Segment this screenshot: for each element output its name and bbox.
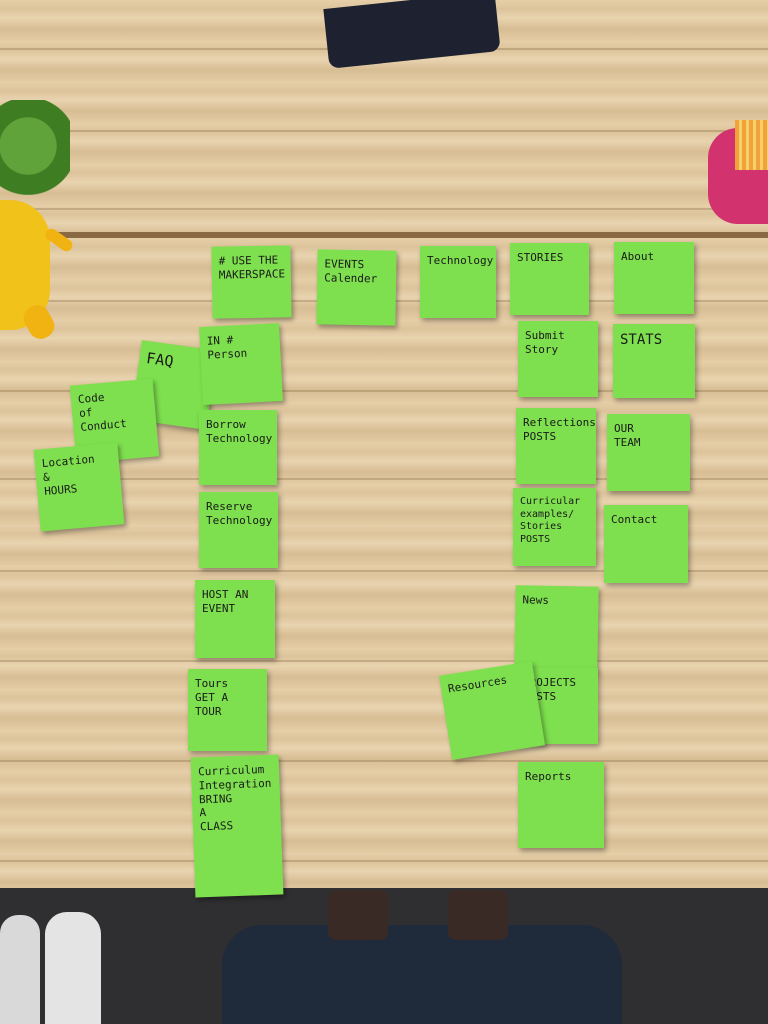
- shoe-left: [0, 915, 40, 1024]
- plank-seam: [0, 570, 768, 572]
- plank-seam: [0, 478, 768, 480]
- note-our-team: OUR TEAM: [607, 414, 690, 491]
- plant-leaves: [0, 100, 70, 215]
- plank-seam: [0, 130, 768, 132]
- note-location-hours: Location & HOURS: [33, 442, 125, 532]
- note-use-makerspace: # USE THE MAKERSPACE: [211, 245, 292, 319]
- note-about: About: [614, 242, 694, 314]
- plank-seam: [0, 208, 768, 210]
- pencils: [735, 120, 768, 170]
- note-tours: Tours GET A TOUR: [188, 669, 267, 751]
- note-stories: STORIES: [510, 243, 589, 315]
- note-stats: STATS: [613, 324, 695, 398]
- note-events-calendar: EVENTS Calender: [316, 249, 397, 326]
- shoe-right: [45, 912, 101, 1024]
- plank-seam: [0, 660, 768, 662]
- note-reflections-posts: Reflections POSTS: [516, 408, 596, 484]
- note-technology: Technology: [420, 246, 496, 318]
- note-contact: Contact: [604, 505, 688, 583]
- note-curriculum-integration: Curriculum Integration BRING A CLASS: [190, 754, 284, 898]
- table-gap: [0, 232, 768, 238]
- note-submit-story: Submit Story: [518, 321, 598, 397]
- note-host-an-event: HOST AN EVENT: [195, 580, 275, 658]
- note-reports: Reports: [518, 762, 604, 848]
- note-borrow-technology: Borrow Technology: [199, 410, 277, 485]
- plank-seam: [0, 760, 768, 762]
- note-news: News: [514, 585, 599, 672]
- note-resources: Resources: [438, 661, 546, 760]
- note-in-person: IN # Person: [199, 322, 283, 406]
- note-curricular-examples: Curricular examples/ Stories POSTS: [513, 488, 596, 566]
- dark-shoe-right: [448, 890, 508, 940]
- plank-seam: [0, 860, 768, 862]
- dark-shoe-left: [328, 890, 388, 940]
- person-legs: [222, 925, 622, 1024]
- note-reserve-technology: Reserve Technology: [199, 492, 278, 568]
- plank-seam: [0, 390, 768, 392]
